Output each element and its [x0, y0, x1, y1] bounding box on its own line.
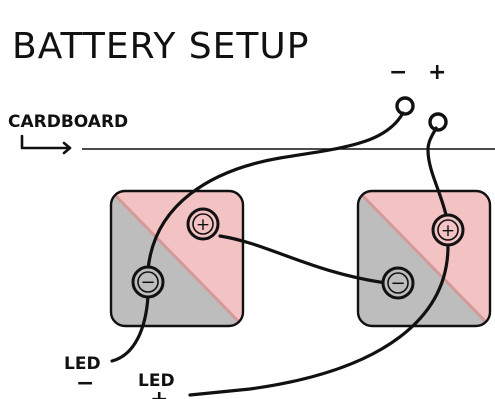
wire-plus-supply [426, 126, 448, 217]
led-minus-label: LED [64, 354, 101, 374]
wire-led-minus [110, 294, 150, 363]
svg-text:+: + [441, 221, 455, 241]
terminal-minus-sign: − [389, 60, 407, 85]
wire-minus-supply [146, 111, 405, 272]
terminal-plus-sign: + [428, 60, 446, 85]
battery-left [109, 189, 245, 328]
diagram-title: BATTERY SETUP [12, 26, 309, 67]
battery-left-minus-contact: − [131, 265, 165, 299]
terminal-minus-loop [395, 96, 415, 116]
led-minus-sign: − [76, 371, 94, 396]
battery-left-plus-contact: + [186, 207, 220, 241]
svg-text:+: + [196, 215, 210, 235]
terminal-plus-loop [428, 112, 448, 132]
battery-right [356, 189, 492, 328]
svg-text:−: − [140, 272, 155, 293]
cardboard-arrow-icon [20, 134, 72, 155]
led-plus-sign: + [150, 387, 168, 399]
led-plus-label: LED [138, 371, 175, 391]
wire-led-plus [188, 244, 450, 397]
cardboard-label: CARDBOARD [8, 112, 128, 132]
battery-right-minus-contact: − [381, 266, 415, 300]
battery-right-plus-contact: + [431, 213, 465, 247]
svg-text:−: − [390, 273, 405, 294]
wire-series-link [218, 234, 388, 285]
